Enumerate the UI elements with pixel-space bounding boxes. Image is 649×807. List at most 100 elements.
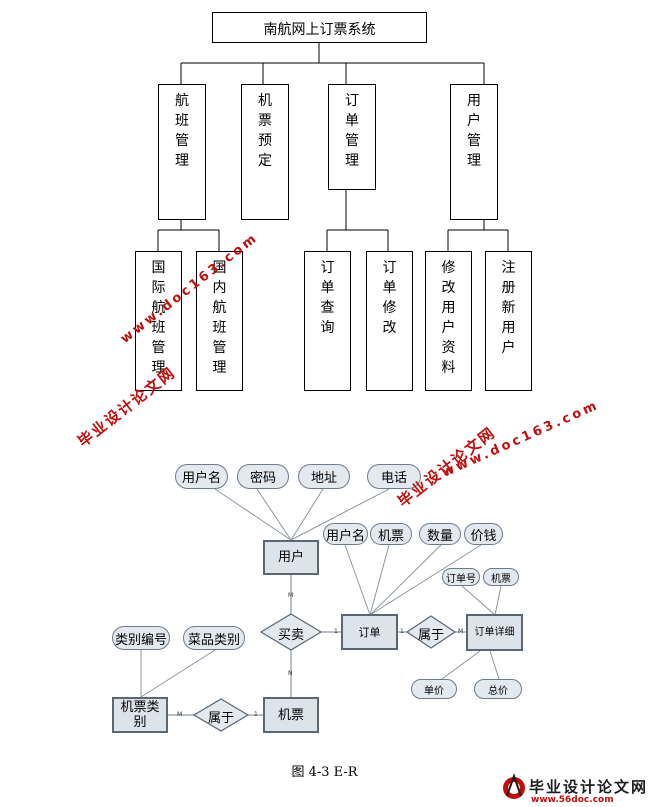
vertical-char: 修 — [382, 300, 397, 316]
vertical-char: 国 — [151, 260, 166, 276]
vertical-char: 用 — [501, 320, 516, 336]
submodule-label: 订单修改 — [367, 258, 412, 338]
submodule-order-query: 订单查询 — [304, 251, 351, 391]
vertical-char: 改 — [441, 280, 456, 296]
vertical-char: 定 — [258, 153, 272, 169]
attr-user-password: 密码 — [237, 464, 289, 489]
submodule-label: 注册新用户 — [486, 258, 531, 358]
vertical-char: 管 — [467, 133, 481, 149]
vertical-char: 票 — [258, 113, 272, 129]
vertical-char: 航 — [175, 93, 189, 109]
entity-order: 订单 — [341, 614, 398, 650]
vertical-char: 管 — [151, 340, 166, 356]
relation-belongs-category-label: 属于 — [207, 711, 234, 726]
vertical-char: 管 — [175, 133, 189, 149]
vertical-char: 询 — [320, 320, 335, 336]
footer-logo-icon — [503, 772, 525, 799]
entity-order-detail: 订单详细 — [466, 614, 523, 651]
vertical-char: 用 — [467, 93, 481, 109]
module-label: 航班管理 — [159, 91, 205, 171]
vertical-char: 管 — [345, 133, 359, 149]
footer-site-url: www.56doc.com — [531, 795, 614, 805]
submodule-domestic-flights: 国内航班管理 — [196, 251, 243, 391]
vertical-char: 查 — [320, 300, 335, 316]
vertical-char: 国 — [212, 260, 227, 276]
vertical-char: 管 — [212, 340, 227, 356]
attr-detail-order-no: 订单号 — [442, 568, 480, 586]
vertical-char: 理 — [345, 153, 359, 169]
vertical-char: 班 — [151, 320, 166, 336]
cardinality-label: N — [288, 670, 293, 677]
vertical-char: 户 — [441, 320, 456, 336]
attr-order-price: 价钱 — [464, 523, 503, 545]
submodule-label: 国内航班管理 — [197, 258, 242, 378]
vertical-char: 户 — [501, 340, 516, 356]
vertical-char: 订 — [382, 260, 397, 276]
vertical-char: 订 — [345, 93, 359, 109]
submodule-register-user: 注册新用户 — [485, 251, 532, 391]
submodule-edit-user-info: 修改用户资料 — [425, 251, 472, 391]
vertical-char: 理 — [212, 360, 227, 376]
vertical-char: 预 — [258, 133, 272, 149]
entity-ticket: 机票 — [263, 697, 319, 733]
vertical-char: 机 — [258, 93, 272, 109]
attr-user-phone: 电话 — [367, 464, 421, 489]
module-flight-management: 航班管理 — [158, 84, 206, 220]
cardinality-label: 1 — [334, 628, 338, 635]
vertical-char: 理 — [467, 153, 481, 169]
vertical-char: 单 — [320, 280, 335, 296]
root-node-label: 南航网上订票系统 — [263, 22, 376, 38]
cardinality-label: 1 — [254, 711, 258, 718]
attr-order-ticket: 机票 — [370, 523, 412, 545]
attr-detail-ticket: 机票 — [483, 568, 519, 586]
vertical-char: 资 — [441, 340, 456, 356]
vertical-char: 订 — [320, 260, 335, 276]
vertical-char: 料 — [441, 360, 456, 376]
vertical-char: 改 — [382, 320, 397, 336]
attr-category-id: 类别编号 — [112, 626, 170, 650]
vertical-char: 修 — [441, 260, 456, 276]
submodule-international-flights: 国际航班管理 — [135, 251, 182, 391]
module-label: 用户管理 — [451, 91, 497, 171]
vertical-char: 际 — [151, 280, 166, 296]
vertical-char: 单 — [345, 113, 359, 129]
submodule-label: 国际航班管理 — [136, 258, 181, 378]
module-order-management: 订单管理 — [328, 84, 376, 190]
root-node: 南航网上订票系统 — [212, 12, 427, 43]
submodule-label: 订单查询 — [305, 258, 350, 338]
vertical-char: 航 — [212, 300, 227, 316]
vertical-char: 用 — [441, 300, 456, 316]
vertical-char: 理 — [151, 360, 166, 376]
entity-user: 用户 — [263, 540, 319, 575]
vertical-char: 户 — [467, 113, 481, 129]
hierarchy-connectors — [157, 43, 509, 251]
attr-order-quantity: 数量 — [419, 523, 461, 545]
attr-user-username: 用户名 — [175, 464, 228, 489]
submodule-label: 修改用户资料 — [426, 258, 471, 378]
relation-buy-sell-label: 买卖 — [277, 628, 304, 643]
attr-user-address: 地址 — [298, 464, 350, 489]
attr-category-dish-type: 菜品类别 — [183, 626, 245, 650]
vertical-char: 航 — [151, 300, 166, 316]
attr-detail-total-price: 总价 — [474, 679, 522, 699]
vertical-char: 班 — [175, 113, 189, 129]
cardinality-label: M — [458, 628, 464, 635]
vertical-char: 理 — [175, 153, 189, 169]
module-ticket-booking: 机票预定 — [241, 84, 289, 220]
module-label: 订单管理 — [329, 91, 375, 171]
footer-site-title: 毕业设计论文网 — [529, 778, 649, 796]
vertical-char: 内 — [212, 280, 227, 296]
vertical-char: 单 — [382, 280, 397, 296]
attr-order-username: 用户名 — [323, 523, 368, 545]
module-label: 机票预定 — [242, 91, 288, 171]
module-user-management: 用户管理 — [450, 84, 498, 220]
vertical-char: 注 — [501, 260, 516, 276]
attr-detail-unit-price: 单价 — [411, 679, 457, 699]
cardinality-label: M — [177, 711, 183, 718]
vertical-char: 册 — [501, 280, 516, 296]
vertical-char: 班 — [212, 320, 227, 336]
vertical-char: 新 — [501, 300, 516, 316]
cardinality-label: M — [288, 592, 294, 599]
relation-belongs-detail-label: 属于 — [417, 628, 444, 643]
